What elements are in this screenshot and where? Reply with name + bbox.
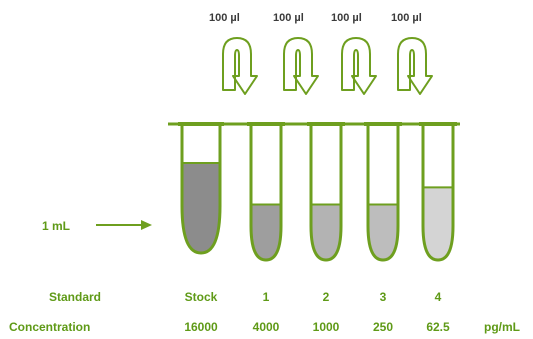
transfer-label-2: 100 µl bbox=[273, 12, 304, 24]
transfer-label-1: 100 µl bbox=[209, 12, 240, 24]
concentration-unit: pg/mL bbox=[484, 320, 520, 334]
tube-concentration-stock: 16000 bbox=[166, 320, 236, 334]
transfer-arrow-4 bbox=[398, 38, 432, 94]
tube-standard-stock: Stock bbox=[166, 290, 236, 304]
tube-concentration-4: 62.5 bbox=[403, 320, 473, 334]
transfer-label-4: 100 µl bbox=[391, 12, 422, 24]
concentration-row-label: Concentration bbox=[9, 320, 90, 334]
stock-volume-arrow-head bbox=[141, 220, 152, 230]
transfer-label-3: 100 µl bbox=[331, 12, 362, 24]
transfer-arrow-2 bbox=[284, 38, 318, 94]
transfer-arrow-3 bbox=[342, 38, 376, 94]
tube-standard-4: 4 bbox=[403, 290, 473, 304]
stock-volume-label: 1 mL bbox=[42, 219, 70, 233]
standard-row-label: Standard bbox=[49, 290, 101, 304]
transfer-arrow-1 bbox=[223, 38, 257, 94]
